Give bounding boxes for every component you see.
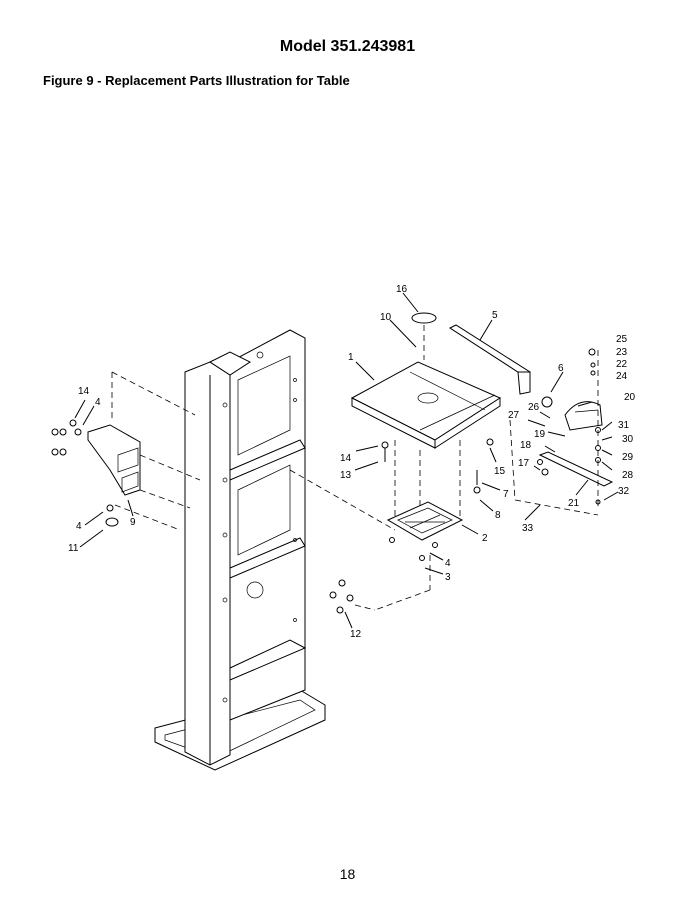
- callout: 23: [616, 347, 628, 358]
- callout: 9: [130, 517, 136, 528]
- callout: 22: [616, 359, 628, 370]
- callout: 17: [518, 458, 530, 469]
- callout: 32: [618, 486, 630, 497]
- callout: 1: [348, 352, 354, 363]
- assembly-lines: [111, 325, 599, 611]
- callout: 18: [520, 440, 532, 451]
- callout: 10: [380, 312, 392, 323]
- callout: 27: [508, 410, 520, 421]
- callout: 7: [503, 489, 509, 500]
- callout: 5: [492, 310, 498, 321]
- callout: 14: [340, 453, 352, 464]
- callout: 26: [528, 402, 540, 413]
- callout: 20: [624, 392, 636, 403]
- callout: 4: [95, 397, 101, 408]
- model-title: Model 351.243981: [279, 38, 416, 55]
- callout: 29: [622, 452, 634, 463]
- callout: 28: [622, 470, 634, 481]
- callout: 21: [568, 498, 580, 509]
- callout: 30: [622, 434, 634, 445]
- callout: 25: [616, 334, 628, 345]
- callout: 31: [618, 420, 630, 431]
- page-number: 18: [339, 866, 356, 882]
- callout: 33: [522, 523, 534, 534]
- hardware-drawing: [51, 348, 601, 614]
- figure-title: Figure 9 - Replacement Parts Illustratio…: [43, 73, 350, 88]
- callout: 6: [558, 363, 564, 374]
- callout: 8: [495, 510, 501, 521]
- miter-gauge-drawing: [538, 396, 614, 487]
- callout: 4: [445, 558, 451, 569]
- bracket-drawing: [87, 424, 141, 527]
- callout: 2: [482, 533, 488, 544]
- callout: 4: [76, 521, 82, 532]
- table-drawing: [350, 312, 531, 449]
- callout: 15: [494, 466, 506, 477]
- stand-drawing: [154, 329, 326, 771]
- callout: 13: [340, 470, 352, 481]
- leader-lines: [74, 292, 619, 629]
- callout: 19: [534, 429, 546, 440]
- callout: 12: [350, 629, 362, 640]
- trunnion-drawing: [386, 501, 464, 541]
- callout: 14: [78, 386, 90, 397]
- callout: 3: [445, 572, 451, 583]
- callout-labels: 16 10 5 1 25 23 22 24 6 20 14 4 26 27 19…: [68, 284, 636, 640]
- callout: 16: [396, 284, 408, 295]
- callout: 24: [616, 371, 628, 382]
- callout: 11: [68, 543, 79, 554]
